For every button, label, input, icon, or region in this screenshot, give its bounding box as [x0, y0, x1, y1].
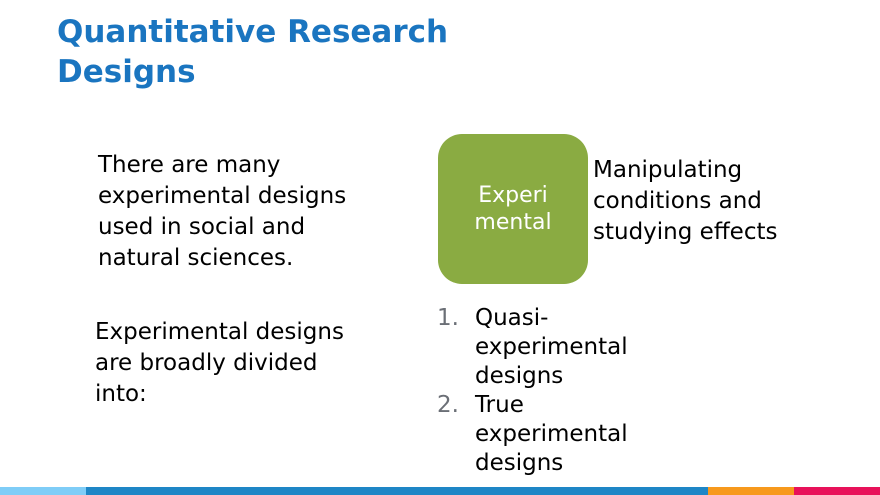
division-paragraph: Experimental designs are broadly divided…: [95, 319, 344, 407]
footer-bar-light-blue: [0, 487, 86, 495]
list-text: True experimental designs: [475, 392, 628, 476]
footer-bar-pink: [794, 487, 880, 495]
list-number: 2.: [437, 392, 459, 418]
box-label: Experimental: [474, 183, 552, 235]
footer-bar-blue: [86, 487, 708, 495]
box-description: Manipulating conditions and studying eff…: [593, 157, 778, 245]
list-item: 2. True experimental designs: [437, 391, 675, 478]
experimental-box: Experimental: [438, 134, 588, 284]
list-text: Quasi-experimental designs: [475, 305, 628, 389]
slide-title: Quantitative Research Designs: [57, 14, 449, 90]
intro-paragraph: There are many experimental designs used…: [98, 152, 347, 271]
footer-bar-orange: [708, 487, 794, 495]
list-number: 1.: [437, 305, 459, 331]
design-list: 1. Quasi-experimental designs 2. True expe…: [437, 304, 675, 478]
list-item: 1. Quasi-experimental designs: [437, 304, 675, 391]
